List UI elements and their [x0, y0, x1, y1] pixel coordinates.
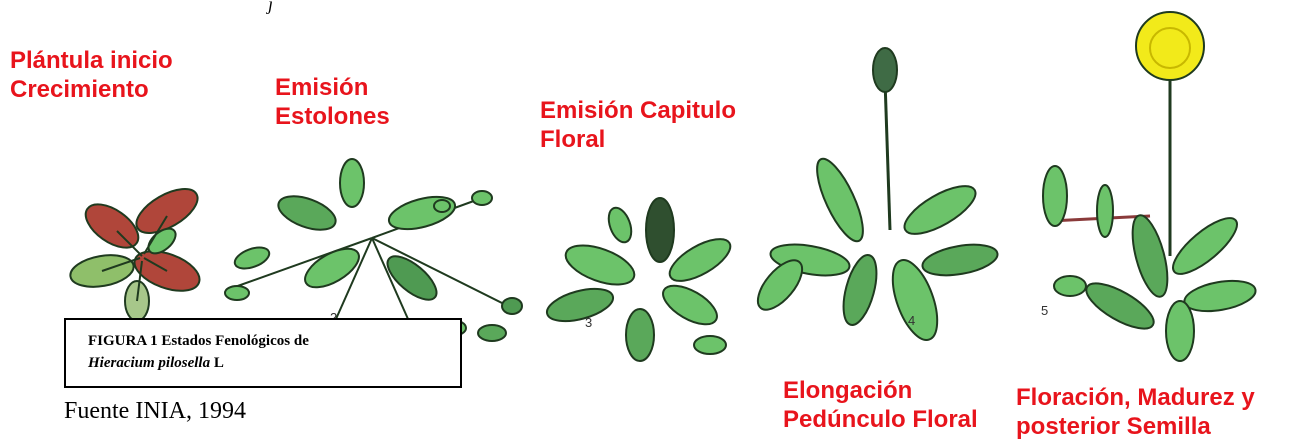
stage-number-3: 3	[585, 315, 592, 330]
figure-caption-box: FIGURA 1 Estados Fenológicos de Hieraciu…	[64, 318, 462, 388]
species-name: Hieracium pilosella	[88, 355, 210, 371]
stage-number-4: 4	[908, 313, 915, 328]
plant-stage-5-illustration	[1030, 6, 1260, 366]
top-fragment-text: j	[268, 0, 273, 15]
stage-number-5: 5	[1041, 303, 1048, 318]
figure-caption-species-line: Hieracium pilosella L	[88, 352, 460, 374]
plant-stage-1-illustration	[62, 176, 212, 326]
plant-stage-4-illustration	[750, 40, 1010, 350]
species-author: L	[210, 355, 224, 371]
plant-stage-3-illustration	[540, 185, 750, 365]
figure-source: Fuente INIA, 1994	[64, 398, 246, 425]
figure-caption-title: FIGURA 1 Estados Fenológicos de	[88, 330, 460, 352]
